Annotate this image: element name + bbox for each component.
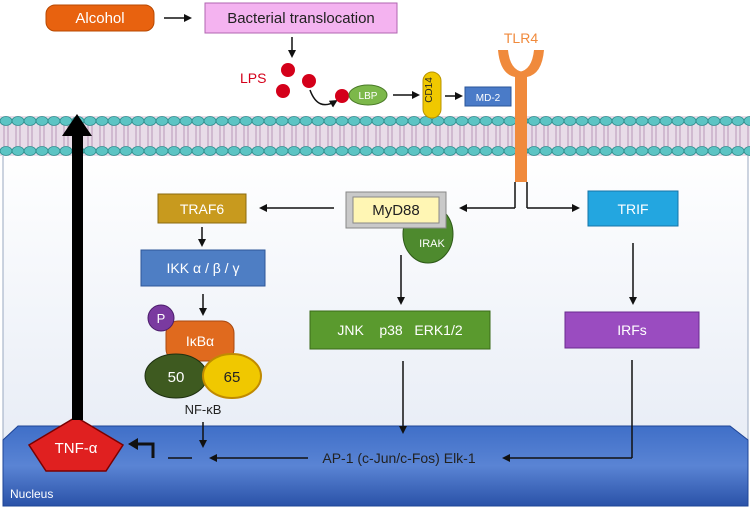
p65-label: 65	[224, 369, 241, 386]
irfs-box	[564, 311, 700, 349]
lps-molecule	[281, 63, 295, 77]
ap1-label: AP-1 (c-Jun/c-Fos) Elk-1	[322, 450, 475, 466]
transcription-start-arrowhead	[128, 438, 138, 450]
transcription-start-arrow	[135, 442, 155, 458]
ikba-protein	[165, 320, 235, 362]
ikk-box	[140, 249, 266, 287]
traf6-box	[157, 193, 247, 224]
nfkb-p65-subunit	[202, 353, 262, 399]
mapk-label: JNK p38 ERK1/2	[337, 322, 462, 338]
phosphate-group	[147, 304, 175, 332]
trif-box	[587, 190, 679, 227]
arrow-lps-lbp	[309, 89, 338, 108]
cell-membrane	[0, 116, 750, 156]
lps-molecule	[276, 84, 290, 98]
tlr4-receptor	[498, 50, 544, 182]
lps-label: LPS	[240, 70, 266, 86]
p50-label: 50	[168, 369, 185, 386]
traf6-label: TRAF6	[180, 201, 225, 217]
mapk-box	[309, 310, 491, 350]
myd88-box	[352, 196, 440, 224]
tnfa-protein	[27, 416, 125, 472]
bacterial-translocation-box	[204, 2, 398, 34]
cd14-label: CD14	[424, 77, 435, 103]
alcohol-box	[45, 4, 155, 32]
lps-molecule	[302, 74, 316, 88]
tnfa-label: TNF-α	[55, 440, 98, 457]
secretion-arrow-head	[62, 114, 92, 136]
nucleus-label: Nucleus	[10, 487, 53, 501]
md2-protein	[464, 86, 512, 107]
lbp-protein	[348, 84, 388, 106]
irfs-label: IRFs	[617, 322, 647, 338]
nfkb-label: NF-κB	[185, 402, 222, 417]
cd14-protein	[422, 71, 442, 119]
lps-bound-molecule	[335, 89, 349, 103]
bacterial-translocation-label: Bacterial translocation	[227, 10, 375, 27]
alcohol-label: Alcohol	[75, 10, 124, 27]
lbp-label: LBP	[359, 91, 378, 102]
tlr4-label: TLR4	[504, 30, 538, 46]
md2-label: MD-2	[476, 93, 501, 104]
ikk-label: IKK α / β / γ	[167, 260, 240, 276]
trif-label: TRIF	[617, 201, 648, 217]
phosphate-label: P	[157, 311, 166, 326]
secretion-arrow-shaft	[72, 132, 83, 420]
nucleus	[2, 425, 749, 507]
myd88-label: MyD88	[372, 202, 420, 219]
ikba-label: IκBα	[186, 333, 214, 349]
irak-label: IRAK	[419, 238, 445, 250]
